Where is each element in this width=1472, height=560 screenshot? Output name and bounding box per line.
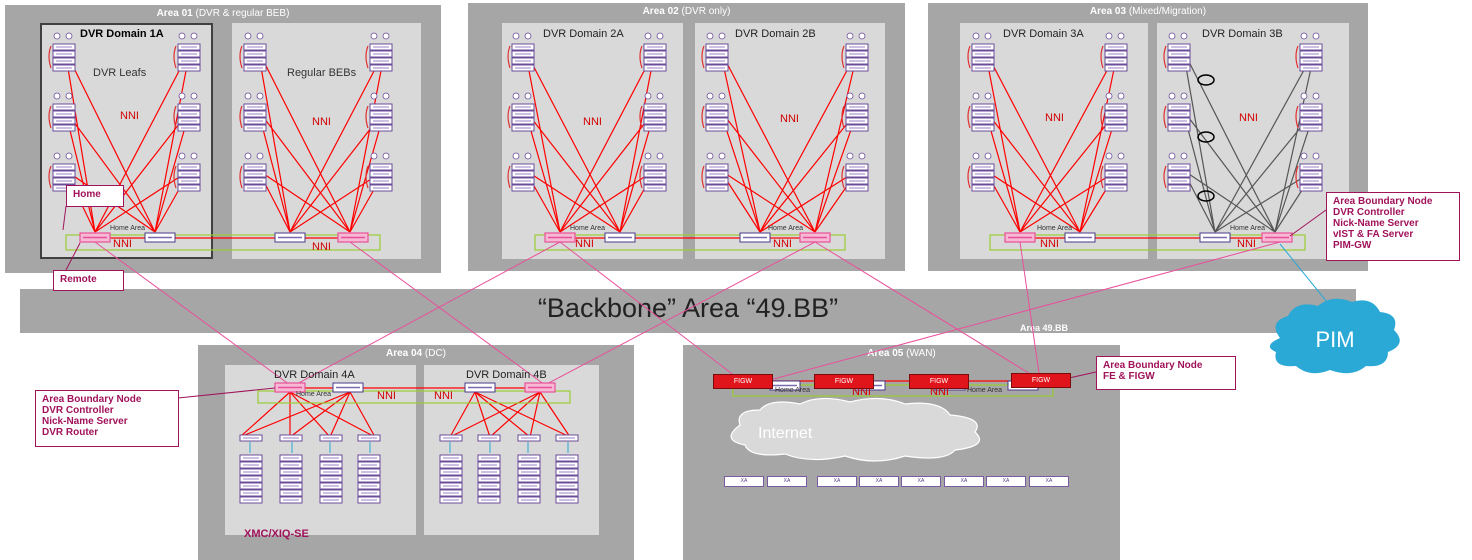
- backbone-title: “Backbone” Area “49.BB”: [537, 293, 839, 323]
- nni-label: NNI: [1045, 112, 1064, 124]
- nni-label: NNI: [1040, 238, 1059, 250]
- figw-node: FIGW: [713, 374, 773, 389]
- xa-device: XA: [901, 476, 941, 487]
- xa-device: XA: [724, 476, 764, 487]
- domain-4a: [225, 365, 416, 535]
- regular-bebs-label: Regular BEBs: [287, 67, 357, 79]
- domain-3a-label: DVR Domain 3A: [1003, 28, 1084, 40]
- nni-label: NNI: [377, 390, 396, 402]
- figw-node: FIGW: [909, 374, 969, 389]
- nni-label: NNI: [1239, 112, 1258, 124]
- domain-3b-label: DVR Domain 3B: [1202, 28, 1283, 40]
- figw-node: FIGW: [1011, 373, 1071, 388]
- home-area-label: Home Area: [110, 225, 146, 232]
- home-area-label: Home Area: [768, 225, 804, 232]
- home-area-label: Home Area: [1230, 225, 1266, 232]
- domain-2b-label: DVR Domain 2B: [735, 28, 816, 40]
- nni-label: NNI: [1237, 238, 1256, 250]
- remote-callout: Remote: [53, 270, 124, 291]
- nni-label: NNI: [852, 386, 871, 398]
- home-area-label: Home Area: [570, 225, 606, 232]
- nni-label: NNI: [312, 116, 331, 128]
- nni-label: NNI: [113, 238, 132, 250]
- nni-label: NNI: [312, 241, 331, 253]
- backbone-area: “Backbone” Area “49.BB” Area 49.BB: [20, 289, 1356, 333]
- domain-4b-label: DVR Domain 4B: [466, 369, 547, 381]
- domain-1a-label: DVR Domain 1A: [80, 28, 164, 40]
- nni-label: NNI: [583, 116, 602, 128]
- area03-boundary-callout: Area Boundary Node DVR Controller Nick-N…: [1326, 192, 1460, 261]
- domain-2a-label: DVR Domain 2A: [543, 28, 624, 40]
- xa-device: XA: [1029, 476, 1069, 487]
- xa-device: XA: [944, 476, 984, 487]
- pim-label: PIM: [1315, 327, 1354, 352]
- nni-label: NNI: [575, 238, 594, 250]
- xmc-label: XMC/XIQ-SE: [244, 528, 309, 540]
- xa-device: XA: [986, 476, 1026, 487]
- home-area-label: Home Area: [967, 387, 1003, 394]
- figw-node: FIGW: [814, 374, 874, 389]
- nni-label: NNI: [930, 386, 949, 398]
- internet-label: Internet: [758, 425, 813, 442]
- domain-4a-label: DVR Domain 4A: [274, 369, 355, 381]
- nni-label: NNI: [434, 390, 453, 402]
- area05-boundary-callout: Area Boundary Node FE & FIGW: [1096, 356, 1236, 390]
- dvr-leafs-label: DVR Leafs: [93, 67, 147, 79]
- xa-device: XA: [817, 476, 857, 487]
- nni-label: NNI: [773, 238, 792, 250]
- backbone-area-label: Area 49.BB: [1019, 323, 1068, 333]
- nni-label: NNI: [120, 110, 139, 122]
- area04-boundary-callout: Area Boundary Node DVR Controller Nick-N…: [35, 390, 179, 447]
- xa-device: XA: [767, 476, 807, 487]
- xa-device: XA: [859, 476, 899, 487]
- home-callout: Home: [66, 185, 124, 207]
- nni-label: NNI: [780, 113, 799, 125]
- home-area-label: Home Area: [775, 387, 811, 394]
- home-area-label: Home Area: [1037, 225, 1073, 232]
- home-area-label: Home Area: [296, 391, 332, 398]
